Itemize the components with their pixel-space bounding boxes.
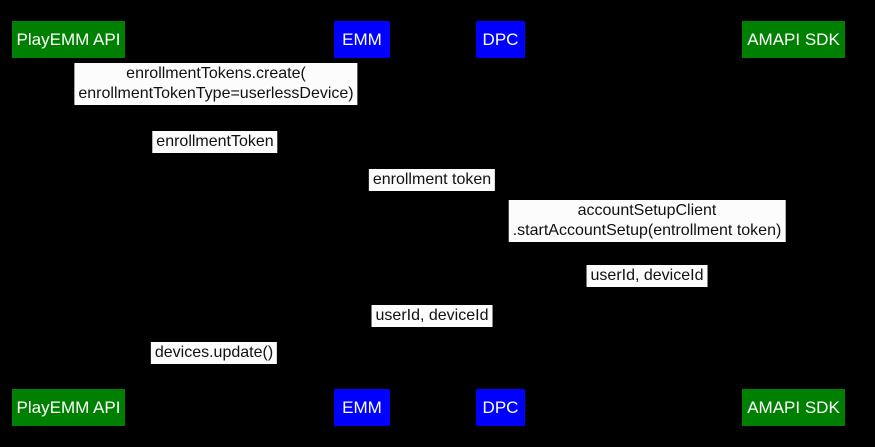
message-line: userId, deviceId	[375, 307, 489, 324]
message-line: enrollment token	[372, 171, 492, 188]
actor-dpc-top: DPC	[476, 21, 525, 58]
actor-emm-bottom: EMM	[334, 389, 390, 426]
message-line: userId, deviceId	[590, 267, 704, 284]
message-enrollment-tokens-create: enrollmentTokens.create( enrollmentToken…	[74, 63, 358, 105]
message-devices-update: devices.update()	[150, 342, 278, 364]
message-line: devices.update()	[154, 344, 274, 361]
message-line: enrollmentTokens.create(	[126, 65, 306, 82]
message-line: accountSetupClient	[577, 202, 717, 219]
message-enrollment-token-forward: enrollment token	[368, 169, 496, 191]
message-enrollment-token-return: enrollmentToken	[152, 131, 278, 153]
actor-amapi-sdk-bottom: AMAPI SDK	[742, 389, 845, 426]
actor-playemm-api-top: PlayEMM API	[12, 21, 125, 58]
actor-emm-top: EMM	[334, 21, 390, 58]
message-line: enrollmentToken	[156, 133, 274, 150]
message-line: enrollmentTokenType=userlessDevice)	[78, 85, 354, 102]
message-line: .startAccountSetup(entrollment token)	[512, 222, 782, 239]
message-userid-deviceid-to-dpc: userId, deviceId	[586, 265, 708, 287]
message-start-account-setup: accountSetupClient .startAccountSetup(en…	[508, 200, 786, 242]
actor-dpc-bottom: DPC	[476, 389, 525, 426]
actor-playemm-api-bottom: PlayEMM API	[12, 389, 125, 426]
actor-amapi-sdk-top: AMAPI SDK	[742, 21, 845, 58]
message-userid-deviceid-to-emm: userId, deviceId	[371, 305, 493, 327]
